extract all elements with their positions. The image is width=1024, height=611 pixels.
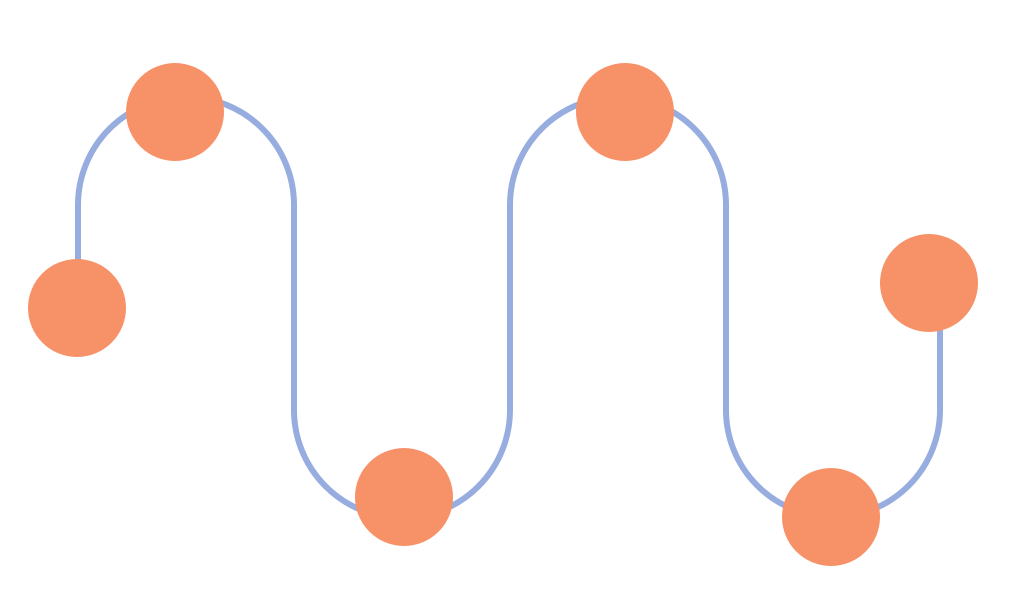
serpentine-connector-line (75, 94, 943, 521)
timeline-node-3 (355, 448, 453, 546)
timeline-node-4 (576, 63, 674, 161)
timeline-node-1 (28, 259, 126, 357)
timeline-node-6 (880, 234, 978, 332)
timeline-nodes (28, 63, 978, 566)
timeline-node-2 (126, 63, 224, 161)
timeline-node-5 (782, 468, 880, 566)
